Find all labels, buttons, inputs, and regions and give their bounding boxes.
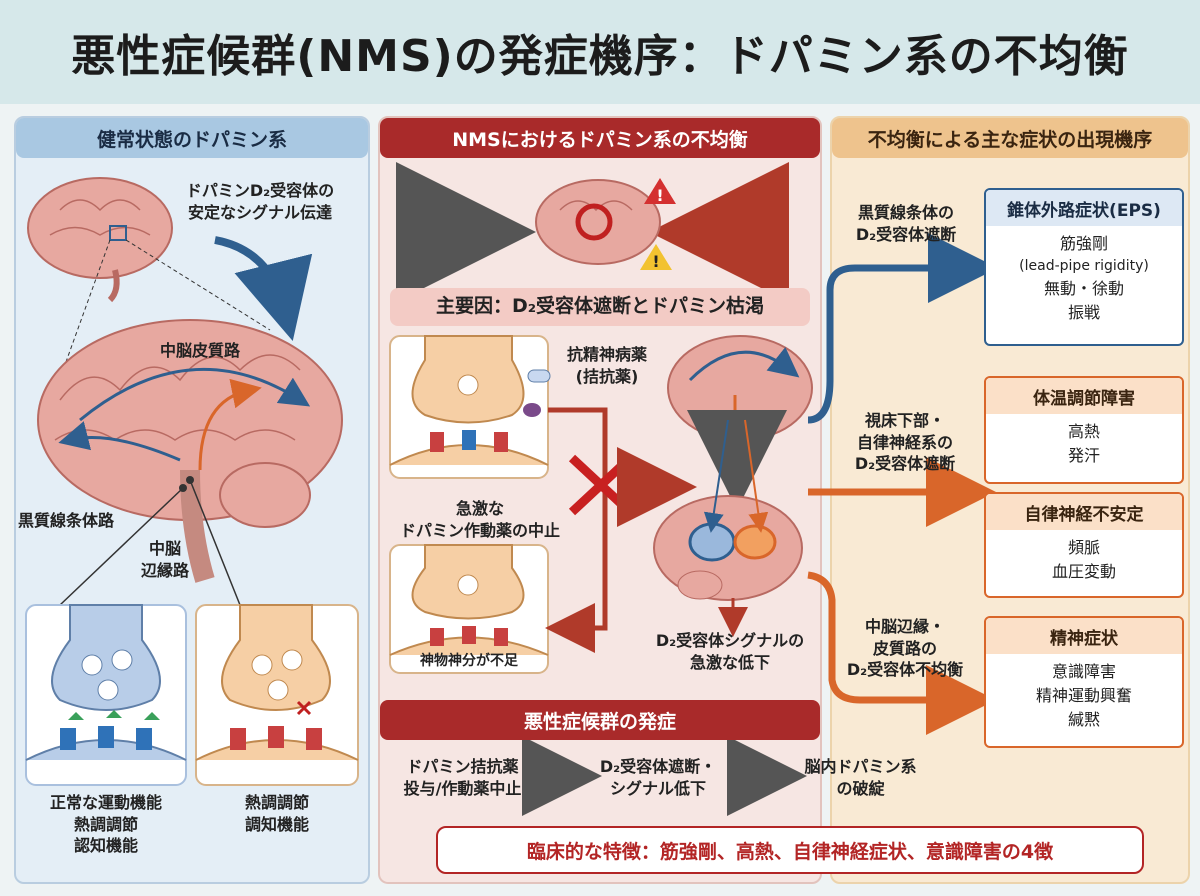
disturbed-functions: 熱調調節 調知機能 <box>244 793 309 834</box>
clinical-features: 臨床的な特徴：筋強剛、高熱、自律神経症状、意識障害の4徴 <box>436 826 1144 874</box>
pathway-2-label: 視床下部・ 自律神経系の D₂受容体遮断 <box>854 411 956 474</box>
flow-step-3: 脳内ドパミン系 の破綻 <box>804 757 917 798</box>
autonomic-items: 頻脈 血圧変動 <box>1051 538 1116 581</box>
nms-header: NMSにおけるドパミン系の不均衡 <box>380 118 820 158</box>
antipsychotic-label: 抗精神病薬 (拮抗薬) <box>566 345 647 386</box>
psych-items: 意識障害 精神運動興奮 緘黙 <box>1035 662 1132 729</box>
onset-header: 悪性症候群の発症 <box>380 700 820 740</box>
thermo-box: 体温調節障害 高熱 発汗 <box>984 376 1184 484</box>
pathway-1-label: 黒質線条体の D₂受容体遮断 <box>855 203 957 244</box>
pathway-3-label: 中脳辺縁・ 皮質路の D₂受容体不均衡 <box>846 617 964 680</box>
symptoms-header: 不均衡による主な症状の出現機序 <box>832 118 1188 158</box>
autonomic-title: 自律神経不安定 <box>986 494 1182 530</box>
deficit-label: 神物神分が不足 <box>420 653 518 669</box>
withdrawal-label: 急激な ドパミン作動薬の中止 <box>399 499 560 540</box>
flow-step-2: D₂受容体遮断・ シグナル低下 <box>599 757 717 798</box>
autonomic-box: 自律神経不安定 頻脈 血圧変動 <box>984 492 1184 598</box>
thermo-items: 高熱 発汗 <box>1067 422 1100 465</box>
mesolimbic-label: 中脳 辺縁路 <box>140 539 189 580</box>
title-bar: 悪性症候群(NMS)の発症機序：ドパミン系の不均衡 <box>0 0 1200 104</box>
psych-box: 精神症状 意識障害 精神運動興奮 緘黙 <box>984 616 1184 748</box>
healthy-panel <box>14 116 370 884</box>
eps-items: 筋強剛 (lead-pipe rigidity) 無動・徐動 振戦 <box>1019 234 1149 322</box>
d2-stable-note: ドパミンD₂受容体の 安定なシグナル伝達 <box>185 181 335 222</box>
main-cause: 主要因：D₂受容体遮断とドパミン枯渇 <box>435 295 765 317</box>
eps-title: 錐体外路症状(EPS) <box>986 190 1182 226</box>
eps-box: 錐体外路症状(EPS) 筋強剛 (lead-pipe rigidity) 無動・… <box>984 188 1184 346</box>
mesocortical-label: 中脳皮質路 <box>159 341 240 360</box>
psych-title: 精神症状 <box>986 618 1182 654</box>
thermo-title: 体温調節障害 <box>986 378 1182 414</box>
page-title: 悪性症候群(NMS)の発症機序：ドパミン系の不均衡 <box>71 31 1129 82</box>
flow-step-1: ドパミン拮抗薬 投与/作動薬中止 <box>403 757 522 798</box>
normal-functions: 正常な運動機能 熱調調節 認知機能 <box>49 793 162 856</box>
nigrostriatal-label: 黒質線条体路 <box>18 511 115 530</box>
healthy-header: 健常状態のドパミン系 <box>16 118 368 158</box>
d2-drop-label: D₂受容体シグナルの 急激な低下 <box>655 631 805 672</box>
